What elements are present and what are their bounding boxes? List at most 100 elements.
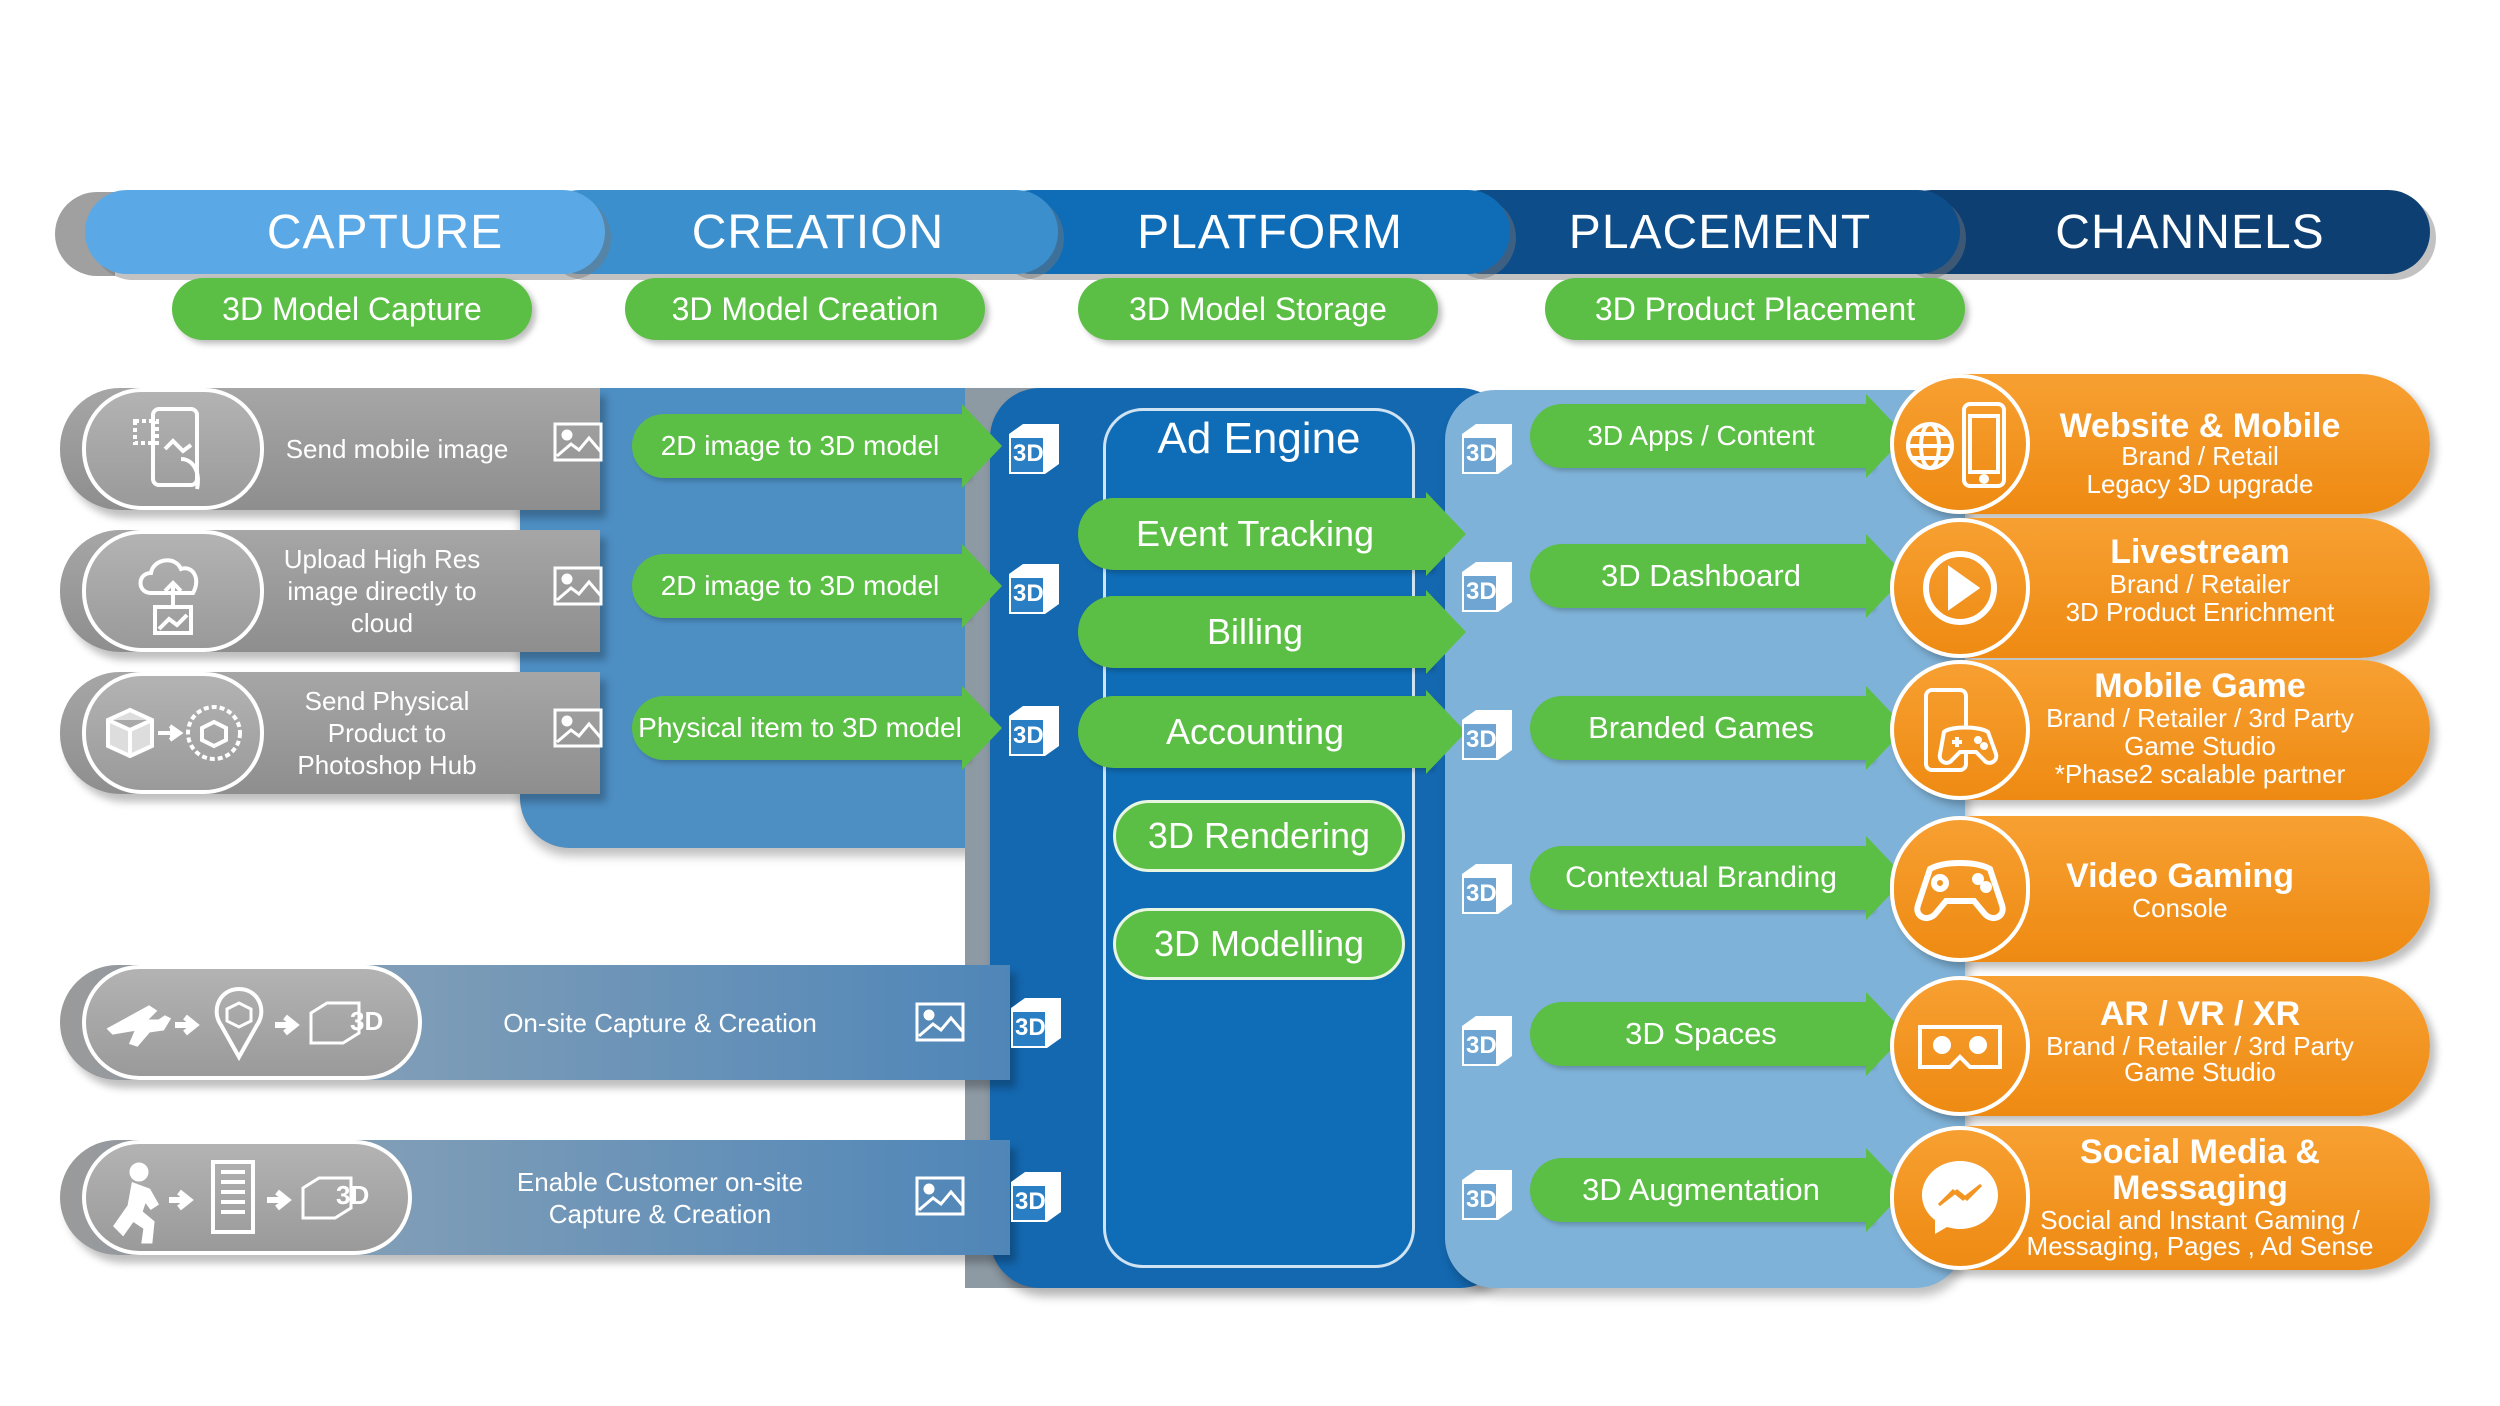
sub-capture: 3D Model Capture: [172, 278, 532, 340]
placement-arrow-5: 3D Spaces: [1530, 992, 1906, 1076]
channel-mobile-game-line-2: Game Studio: [2124, 731, 2276, 761]
channel-mobile-game-line-1: Brand / Retailer / 3rd Party: [2046, 703, 2354, 733]
cloud-upload-icon: [138, 558, 199, 635]
channel-ar-vr-xr-icon-circle: [1890, 976, 2030, 1116]
placement-arrow-2-label: 3D Dashboard: [1530, 544, 1872, 608]
stage-placement: PLACEMENT: [1440, 190, 1960, 274]
creation-arrow-3-label: Physical item to 3D model: [632, 696, 968, 760]
sub-creation-label: 3D Model Creation: [671, 290, 939, 327]
capture-row-2-text: Upload High Res image directly to cloud: [283, 544, 481, 638]
capture-row-1-text: Send mobile image: [285, 434, 509, 464]
capture-row-2-icon-circle: [82, 530, 264, 652]
mobile-image-icon: [133, 407, 200, 490]
cube-3d-label: 3D: [1015, 1188, 1046, 1215]
stage-creation-label: CREATION: [691, 205, 945, 259]
stage-platform: PLATFORM: [990, 190, 1510, 274]
stage-channels-label: CHANNELS: [2055, 205, 2325, 259]
capture-row-4-text: On-site Capture & Creation: [503, 1007, 817, 1038]
creation-arrow-1-label: 2D image to 3D model: [632, 414, 968, 478]
channel-livestream-line-2: 3D Product Enrichment: [2065, 597, 2335, 627]
channel-livestream-line-1: Brand / Retailer: [2109, 569, 2291, 599]
channel-ar-vr-xr-line-1: Brand / Retailer / 3rd Party: [2046, 1031, 2354, 1061]
onsite-capture-icon: [106, 986, 361, 1061]
cube-3d-label: 3D: [1466, 1186, 1497, 1213]
sub-creation: 3D Model Creation: [625, 278, 985, 340]
creation-arrow-1: 2D image to 3D model: [632, 404, 1002, 488]
image-icon: [915, 1002, 965, 1042]
globe-phone-icon: [1906, 402, 2006, 488]
cube-3d-label: 3D: [1466, 440, 1497, 467]
placement-arrow-2: 3D Dashboard: [1530, 534, 1906, 618]
placement-arrow-3-label: Branded Games: [1530, 696, 1872, 760]
cube-3d-label: 3D: [1466, 1032, 1497, 1059]
image-icon: [915, 1176, 965, 1216]
channel-ar-vr-xr-title: AR / VR / XR: [2099, 995, 2301, 1033]
cube-3d-icon: 3D: [1458, 1012, 1516, 1070]
engine-arrow-accounting: Accounting: [1078, 690, 1466, 774]
stage-placement-label: PLACEMENT: [1568, 205, 1872, 259]
capture-row-5-3d-label: 3D: [336, 1180, 370, 1210]
cube-3d-icon: 3D: [1458, 860, 1516, 918]
stage-capture: CAPTURE: [85, 190, 605, 274]
mobile-gamepad-icon: [1924, 688, 1999, 772]
cube-3d-icon: 3D: [1007, 994, 1065, 1052]
messenger-icon: [1922, 1161, 1998, 1234]
engine-arrow-event-tracking: Event Tracking: [1078, 492, 1466, 576]
channel-social-media-title: Social Media & Messaging: [2080, 1133, 2320, 1207]
creation-arrow-3: Physical item to 3D model: [632, 686, 1002, 770]
channel-mobile-game-icon-circle: [1890, 660, 2030, 800]
stage-creation: CREATION: [538, 190, 1058, 274]
cube-3d-label: 3D: [1013, 440, 1044, 467]
placement-arrow-6-label: 3D Augmentation: [1530, 1158, 1872, 1222]
channel-ar-vr-xr-line-2: Game Studio: [2124, 1057, 2276, 1087]
creation-arrow-2: 2D image to 3D model: [632, 544, 1002, 628]
placement-arrow-3: Branded Games: [1530, 686, 1906, 770]
image-icon: [553, 422, 603, 462]
ad-engine-title: Ad Engine: [1157, 414, 1361, 463]
engine-arrow-billing: Billing: [1078, 590, 1466, 674]
cube-3d-icon: 3D: [1458, 420, 1516, 478]
channel-livestream-icon-circle: [1890, 518, 2030, 658]
placement-arrow-6: 3D Augmentation: [1530, 1148, 1906, 1232]
cube-3d-label: 3D: [1013, 580, 1044, 607]
vr-headset-icon: [1918, 1025, 2002, 1069]
creation-arrow-2-label: 2D image to 3D model: [632, 554, 968, 618]
cube-3d-icon: 3D: [1458, 1166, 1516, 1224]
cube-3d-label: 3D: [1466, 578, 1497, 605]
channel-video-gaming-line-1: Console: [2132, 893, 2228, 923]
channel-social-media-line-2: Messaging, Pages , Ad Sense: [2026, 1231, 2374, 1261]
customer-capture-icon: [113, 1159, 353, 1243]
gamepad-icon: [1914, 860, 2006, 922]
capture-row-5-icon-circle: [82, 1140, 412, 1255]
channel-website-mobile-line-1: Brand / Retail: [2121, 441, 2279, 471]
engine-arrow-billing-label: Billing: [1078, 596, 1432, 668]
channel-social-media-line-1: Social and Instant Gaming /: [2040, 1205, 2360, 1235]
capture-row-4-icon-circle: [82, 965, 422, 1080]
channel-video-gaming-title: Video Gaming: [2066, 857, 2294, 895]
sub-platform: 3D Model Storage: [1078, 278, 1438, 340]
channel-website-mobile-icon-circle: [1890, 374, 2030, 514]
stage-capture-label: CAPTURE: [266, 205, 504, 259]
sub-placement-label: 3D Product Placement: [1594, 290, 1916, 327]
channel-website-mobile-title: Website & Mobile: [2059, 407, 2341, 445]
image-icon: [553, 708, 603, 748]
sub-platform-label: 3D Model Storage: [1129, 290, 1387, 327]
play-icon: [1923, 551, 1997, 625]
sub-placement: 3D Product Placement: [1545, 278, 1965, 340]
cube-3d-icon: 3D: [1458, 558, 1516, 616]
channel-video-gaming-icon-circle: [1890, 816, 2030, 962]
cube-3d-label: 3D: [1466, 880, 1497, 907]
sub-capture-label: 3D Model Capture: [222, 290, 482, 327]
ship-product-icon: [106, 705, 242, 761]
cube-3d-icon: 3D: [1007, 1168, 1065, 1226]
placement-arrow-1-label: 3D Apps / Content: [1530, 404, 1872, 468]
cube-3d-icon: 3D: [1005, 420, 1063, 478]
channel-social-media-icon-circle: [1890, 1126, 2030, 1270]
engine-item-3d-rendering: 3D Rendering: [1113, 800, 1405, 872]
image-icon: [553, 566, 603, 606]
cube-3d-label: 3D: [1466, 726, 1497, 753]
placement-arrow-4: Contextual Branding: [1530, 836, 1906, 920]
cube-3d-label: 3D: [1015, 1014, 1046, 1041]
capture-row-4-3d-label: 3D: [350, 1006, 384, 1036]
placement-arrow-5-label: 3D Spaces: [1530, 1002, 1872, 1066]
